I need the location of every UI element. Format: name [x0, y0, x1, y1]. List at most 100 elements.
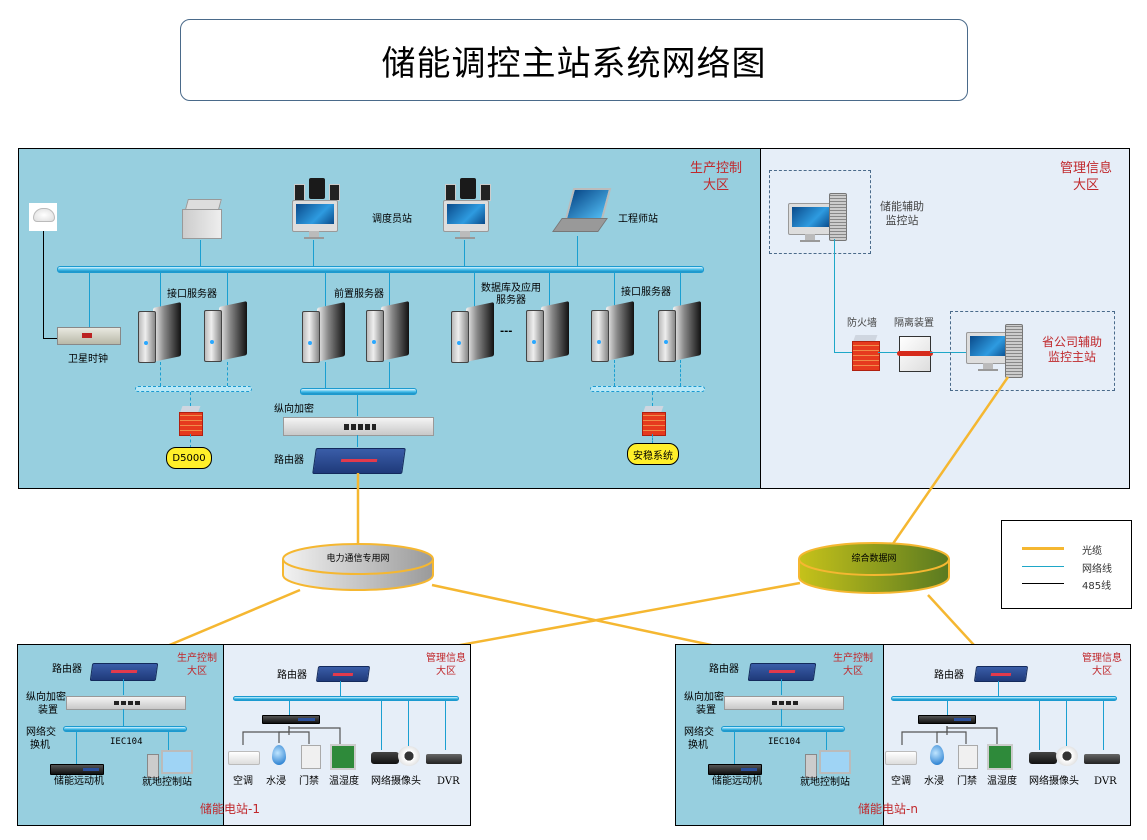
router-icon	[747, 663, 817, 681]
network-line	[834, 352, 864, 353]
substation-1-management-zone	[223, 644, 471, 826]
network-line	[1066, 700, 1067, 746]
interface-sub-bus-left	[135, 386, 252, 392]
legend-network-label: 网络线	[1082, 564, 1112, 575]
zone-label-line2: 大区	[436, 666, 456, 677]
subn-telecontrol-label: 储能远动机	[712, 776, 762, 787]
network-line	[947, 700, 948, 715]
network-line	[1103, 700, 1104, 750]
subn-device-label: DVR	[1094, 776, 1117, 787]
dome-camera-icon	[1056, 746, 1078, 766]
network-line	[614, 271, 615, 307]
firewall-icon	[852, 335, 880, 371]
label-line2: 装置	[38, 705, 58, 716]
network-line	[76, 731, 77, 766]
zone-label-line1: 生产控制	[689, 161, 742, 176]
dashed-link	[652, 434, 653, 444]
dome-camera-icon	[398, 746, 420, 766]
stability-system-badge: 安稳系统	[627, 443, 679, 465]
server-icon	[138, 302, 182, 363]
engineer-station-label: 工程师站	[618, 214, 658, 225]
subn-router-label: 路由器	[709, 664, 739, 675]
label-line1: 省公司辅助	[1041, 335, 1102, 349]
network-line	[325, 362, 326, 388]
integrated-data-network-cylinder	[798, 542, 950, 594]
subn-switch-label: 网络交 换机	[684, 726, 714, 752]
network-camera-icon	[371, 752, 399, 764]
zone-label-line2: 大区	[1072, 178, 1099, 193]
subn-device-label: 水浸	[924, 776, 944, 787]
network-line	[464, 240, 465, 266]
sub1-protocol-label: IEC104	[110, 737, 143, 747]
aux-monitor-icon	[788, 203, 834, 243]
network-line	[680, 271, 681, 307]
power-comm-network-cylinder	[282, 543, 434, 591]
sub1-telecontrol-label: 储能远动机	[54, 776, 104, 787]
network-line	[826, 731, 827, 751]
substation-1-title: 储能电站-1	[200, 802, 260, 816]
network-line	[549, 271, 550, 307]
network-line	[389, 271, 390, 307]
workstation-tower-icon	[1005, 324, 1023, 378]
aux-monitor-group	[769, 170, 871, 254]
network-line	[389, 362, 390, 388]
sub1-mgmt-router-label: 路由器	[277, 670, 307, 681]
network-line	[930, 352, 966, 353]
access-control-icon	[301, 745, 321, 769]
legend-network-swatch	[1022, 566, 1064, 567]
db-app-servers-label: 数据库及应用 服务器	[478, 283, 544, 307]
legend-fiber-swatch	[1022, 547, 1064, 550]
network-line	[357, 435, 358, 447]
network-line	[408, 700, 409, 746]
zone-label-line1: 生产控制	[833, 653, 873, 664]
zone-label-line1: 生产控制	[177, 653, 217, 664]
network-line	[123, 679, 124, 695]
sub1-local-control-label: 就地控制站	[142, 777, 192, 788]
telecontrol-unit-icon	[708, 764, 762, 775]
network-line	[781, 709, 782, 726]
dashed-link	[227, 362, 228, 386]
label-line2: 监控站	[885, 214, 919, 227]
subn-encryption-label: 纵向加密 装置	[684, 691, 724, 717]
label-line2: 服务器	[496, 295, 526, 306]
network-line	[381, 700, 382, 750]
dashed-link	[680, 360, 681, 386]
sub1-mgmt-bus	[233, 696, 459, 701]
network-line	[160, 271, 161, 309]
network-line	[325, 271, 326, 309]
local-control-pc-icon	[805, 750, 851, 780]
network-line	[734, 731, 735, 766]
label-line1: 网络交	[684, 727, 714, 738]
label-line2: 换机	[688, 740, 708, 751]
rs485-line	[43, 338, 57, 339]
frontend-sub-bus	[300, 388, 417, 395]
dispatcher-monitor-icon	[443, 200, 489, 240]
production-zone-label: 生产控制 大区	[680, 160, 752, 194]
workstation-tower-icon	[829, 193, 847, 241]
network-line	[878, 352, 898, 353]
subn-management-label: 管理信息 大区	[1080, 652, 1124, 678]
interface-servers-right-label: 接口服务器	[621, 287, 671, 298]
server-icon	[591, 301, 635, 362]
server-ellipsis: ---	[500, 326, 513, 337]
sub1-encryption-label: 纵向加密 装置	[26, 691, 66, 717]
server-icon	[451, 302, 495, 363]
substation-n-title: 储能电站-n	[858, 802, 918, 816]
firewall-label: 防火墙	[847, 318, 877, 329]
dvr-icon	[1084, 754, 1120, 764]
network-line	[227, 271, 228, 307]
network-line	[577, 236, 578, 266]
isolation-device-label: 隔离装置	[894, 318, 934, 329]
frontend-servers-label: 前置服务器	[334, 289, 384, 300]
main-network-bus	[57, 266, 704, 273]
server-icon	[302, 302, 346, 363]
network-line	[313, 240, 314, 266]
dashed-link	[190, 434, 191, 448]
page-title: 储能调控主站系统网络图	[381, 43, 767, 84]
label-line1: 纵向加密	[26, 692, 66, 703]
local-control-pc-icon	[147, 750, 193, 780]
zone-label-line2: 大区	[702, 178, 729, 193]
sub1-device-label: 空调	[233, 776, 253, 787]
zone-label-line1: 管理信息	[1082, 653, 1122, 664]
interface-servers-left-label: 接口服务器	[167, 289, 217, 300]
